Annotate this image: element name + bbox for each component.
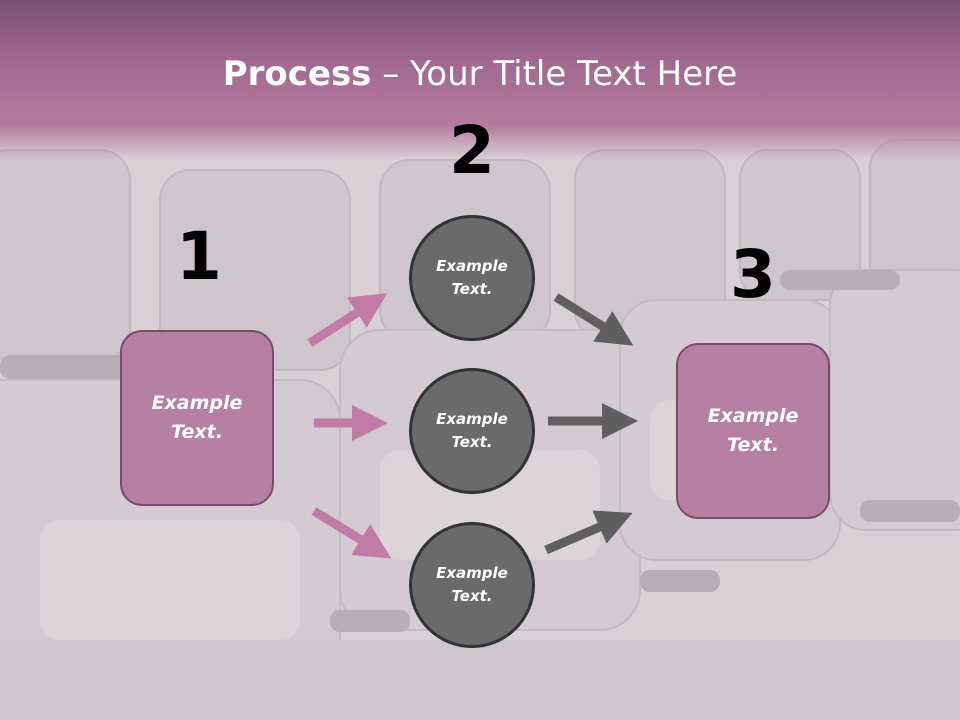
step-1-text-line1: Example <box>151 392 243 414</box>
step-number-2: 2 <box>449 112 495 189</box>
step-1-box: Example Text. <box>120 330 274 506</box>
step-number-1: 1 <box>176 218 222 295</box>
step-1-text-line2: Text. <box>171 421 223 443</box>
title-rest: – Your Title Text Here <box>371 54 738 94</box>
circle-2-text-line2: Text. <box>451 433 493 451</box>
circle-2-text-line1: Example <box>436 410 508 428</box>
step-2-circle-bottom: Example Text. <box>409 522 535 648</box>
arrow-to-circle-1 <box>307 293 388 347</box>
step-3-text-line2: Text. <box>727 434 779 456</box>
step-3-text-line1: Example <box>707 405 799 427</box>
circle-1-text-line1: Example <box>436 257 508 275</box>
arrow-to-circle-3 <box>311 507 392 559</box>
step-number-3: 3 <box>730 236 776 313</box>
arrow-from-circle-1 <box>553 293 634 346</box>
step-2-circle-top: Example Text. <box>409 215 535 341</box>
circle-1-text-line2: Text. <box>451 280 493 298</box>
circle-3-text-line1: Example <box>436 564 508 582</box>
circle-3-text-line2: Text. <box>451 587 493 605</box>
page-title: Process – Your Title Text Here <box>0 52 960 96</box>
step-3-box: Example Text. <box>676 343 830 519</box>
arrow-from-circle-3 <box>544 510 633 555</box>
step-2-circle-middle: Example Text. <box>409 368 535 494</box>
title-band <box>0 0 960 160</box>
title-bold: Process <box>222 54 372 94</box>
